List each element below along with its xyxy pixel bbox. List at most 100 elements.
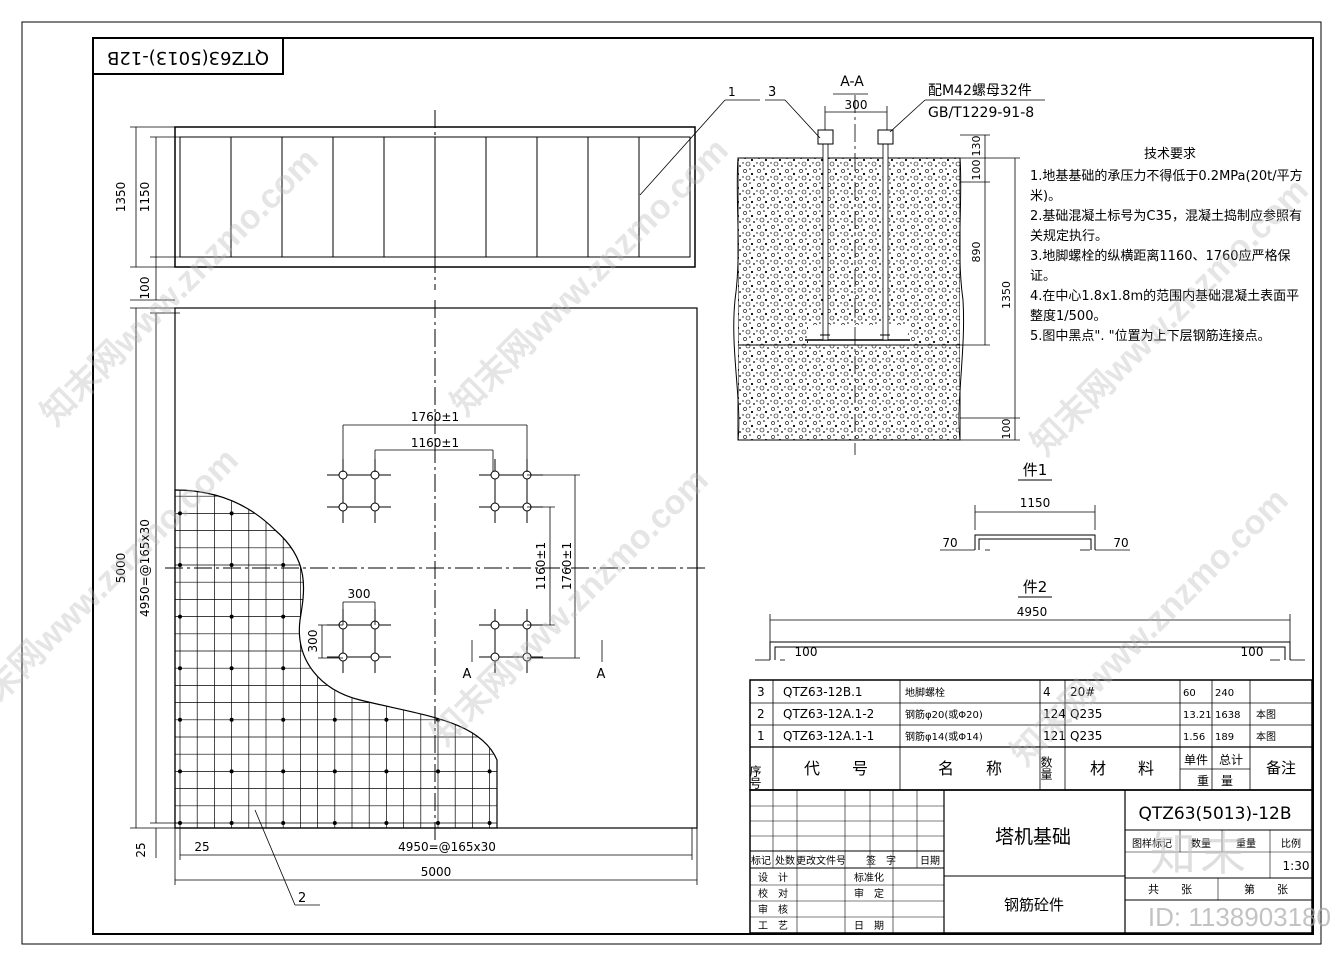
tech-heading: 技术要求 <box>1143 147 1196 162</box>
dim-plan-5000-v: 5000 <box>114 553 128 584</box>
bom-header-weight: 重 量 <box>1197 774 1233 788</box>
svg-text:日期: 日期 <box>920 855 940 867</box>
bom-header-note: 备注 <box>1266 759 1296 777</box>
svg-text:地脚螺栓: 地脚螺栓 <box>905 686 945 699</box>
svg-text:标准化: 标准化 <box>854 871 884 884</box>
bom-header-material: 材 料 <box>1090 759 1154 778</box>
technical-requirements: 技术要求 1.地基基础的承压力不得低于0.2MPa(20t/平方米)。 2.基础… <box>1030 145 1310 347</box>
dim-plan-4950-v: 4950=@165x30 <box>138 519 152 617</box>
tb-drawing-number: QTZ63(5013)-12B <box>1139 804 1292 824</box>
dim-strip-1150: 1150 <box>138 182 152 213</box>
tb-sheet: 共 张 <box>1148 883 1192 896</box>
tb-stage-qty: 数量 <box>1191 837 1211 850</box>
svg-text:124: 124 <box>1043 707 1066 721</box>
bom-header-name: 名 称 <box>938 759 1002 778</box>
rebar-strip <box>130 110 696 301</box>
svg-text:60: 60 <box>1183 688 1196 699</box>
svg-text:20#: 20# <box>1070 685 1095 699</box>
tb-stage-weight: 重量 <box>1236 837 1256 850</box>
tb-scale: 1:30 <box>1283 859 1310 873</box>
dim-5000-h: 5000 <box>421 865 452 879</box>
part1-right: 70 <box>1113 536 1128 550</box>
title-block-labels: 标记处数更改文件号签 字日期设 计标准化校 对审 定审 核工 艺日 期 <box>751 854 940 932</box>
part-label-2: 2 <box>298 891 306 906</box>
svg-text:本图: 本图 <box>1256 708 1276 721</box>
svg-text:本图: 本图 <box>1256 730 1276 743</box>
svg-text:240: 240 <box>1215 688 1234 699</box>
tech-line-2: 2.基础混凝土标号为C35，混凝土捣制应参照有关规定执行。 <box>1030 209 1303 244</box>
svg-text:Q235: Q235 <box>1070 707 1102 721</box>
part2-drawing <box>755 614 1305 661</box>
dim-1160-v: 1160±1 <box>534 542 548 590</box>
svg-text:QTZ63-12B.1: QTZ63-12B.1 <box>783 685 863 699</box>
dim-300-h: 300 <box>348 587 371 601</box>
svg-text:钢筋φ20(或Φ20): 钢筋φ20(或Φ20) <box>905 708 983 721</box>
part2-length: 4950 <box>1017 605 1048 619</box>
svg-text:审 核: 审 核 <box>758 903 788 916</box>
dim-section-100-bot: 100 <box>1000 419 1013 440</box>
svg-text:1638: 1638 <box>1215 710 1240 721</box>
svg-text:工 艺: 工 艺 <box>758 920 788 932</box>
bom-rows: 3 QTZ63-12B.1 地脚螺栓 4 20# 60 240 2 QTZ63-12A.1-2 钢… <box>757 685 1276 743</box>
part1-length: 1150 <box>1020 496 1051 510</box>
svg-text:4: 4 <box>1043 685 1051 699</box>
tb-subtitle: 钢筋砼件 <box>1004 896 1064 914</box>
tb-stage-mark: 图样标记 <box>1132 837 1172 850</box>
svg-text:QTZ63-12A.1-2: QTZ63-12A.1-2 <box>783 707 874 721</box>
image-id: ID: 1138903180 <box>1147 902 1331 932</box>
svg-text:日 期: 日 期 <box>854 920 884 932</box>
drawing-number-rotated: QTZ63(5013)-12B <box>107 47 269 68</box>
tb-page: 第 张 <box>1244 882 1288 896</box>
part-label-1: 1 <box>728 85 736 99</box>
rebar-mesh <box>175 490 497 828</box>
dim-section-300: 300 <box>845 98 868 112</box>
svg-text:处数: 处数 <box>775 854 795 867</box>
svg-text:3: 3 <box>757 685 765 699</box>
bom-header-total: 总计 <box>1219 753 1243 767</box>
svg-text:签 字: 签 字 <box>866 854 896 867</box>
title-block <box>749 789 1313 934</box>
svg-text:121: 121 <box>1043 729 1066 743</box>
brand-logo: 知末 <box>1150 827 1250 881</box>
dim-4950-h: 4950=@165x30 <box>398 840 496 854</box>
svg-text:QTZ63-12A.1-1: QTZ63-12A.1-1 <box>783 729 874 743</box>
part1-drawing <box>940 505 1130 551</box>
svg-text:更改文件号: 更改文件号 <box>796 854 846 867</box>
section-a-a <box>733 93 1045 455</box>
tech-line-3: 3.地脚螺栓的纵横距离1160、1760应严格保证。 <box>1030 249 1291 284</box>
dim-1160-h: 1160±1 <box>411 436 459 450</box>
dim-25-h: 25 <box>194 840 209 854</box>
section-mark-left: A <box>463 667 472 682</box>
dim-strip-1350: 1350 <box>114 182 128 213</box>
dim-25-v: 25 <box>134 842 148 857</box>
dim-section-100-top: 100 <box>970 160 983 181</box>
dim-1760-h: 1760±1 <box>411 410 459 424</box>
dim-section-130: 130 <box>970 136 983 157</box>
inner-border <box>92 37 1314 935</box>
section-title: A-A <box>840 74 864 90</box>
plan-dimension-lines <box>130 307 698 906</box>
dim-strip-100: 100 <box>138 277 152 300</box>
tech-line-1: 1.地基基础的承压力不得低于0.2MPa(20t/平方米)。 <box>1030 169 1303 204</box>
bom-header-code: 代 号 <box>804 759 868 778</box>
dim-1760-v: 1760±1 <box>560 542 574 590</box>
tech-line-4: 4.在中心1.8x1.8m的范围内基础混凝土表面平整度1/500。 <box>1030 289 1300 324</box>
dim-section-1350: 1350 <box>1000 281 1013 309</box>
part2-left: 100 <box>795 645 818 659</box>
dim-300-v: 300 <box>306 630 320 653</box>
part2-right: 100 <box>1241 645 1264 659</box>
foundation-plan <box>165 300 707 840</box>
bom-header-no: 序号 <box>748 764 762 789</box>
tech-line-5: 5.图中黑点". "位置为上下层钢筋连接点。 <box>1030 329 1271 344</box>
leader-1 <box>639 99 726 196</box>
tb-title: 塔机基础 <box>995 826 1071 848</box>
svg-text:13.21: 13.21 <box>1183 710 1212 721</box>
svg-text:校 对: 校 对 <box>758 887 788 900</box>
svg-text:钢筋φ14(或Φ14): 钢筋φ14(或Φ14) <box>905 730 983 743</box>
svg-text:Q235: Q235 <box>1070 729 1102 743</box>
bom-header-unit: 单件 <box>1184 753 1208 767</box>
svg-text:2: 2 <box>757 707 765 721</box>
part1-left: 70 <box>942 536 957 550</box>
section-part-label-3: 3 <box>768 85 776 100</box>
